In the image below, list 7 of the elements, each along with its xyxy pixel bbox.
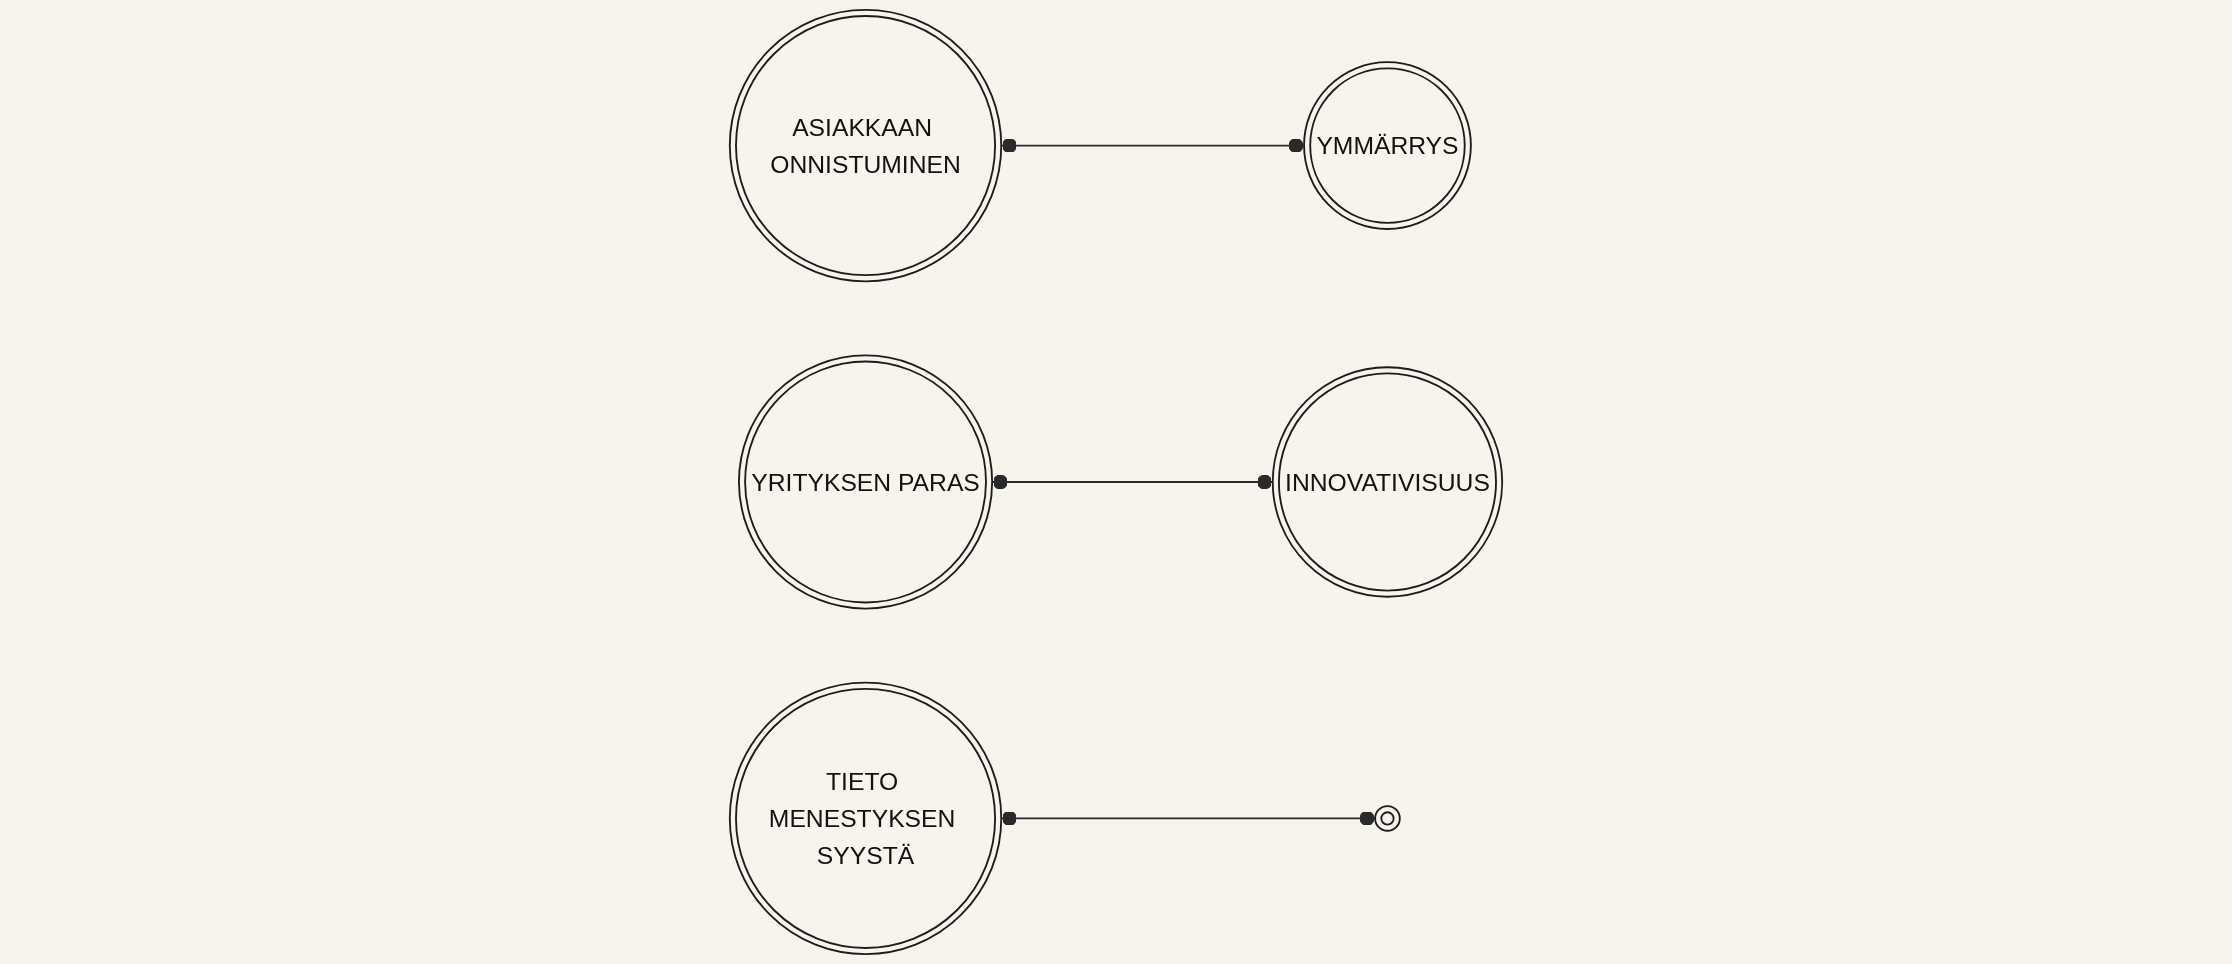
node-circle: TIETO MENESTYKSEN SYYSTÄ xyxy=(728,681,1003,956)
connector xyxy=(1000,138,1305,154)
node-circle: YMMÄRRYS xyxy=(1303,61,1472,230)
node-circle: YRITYKSEN PARAS xyxy=(738,354,994,610)
node-circle xyxy=(1374,805,1401,832)
node-circle: INNOVATIVISUUS xyxy=(1271,366,1504,598)
node-circle: ASIAKKAAN ONNISTUMINEN xyxy=(728,8,1003,283)
